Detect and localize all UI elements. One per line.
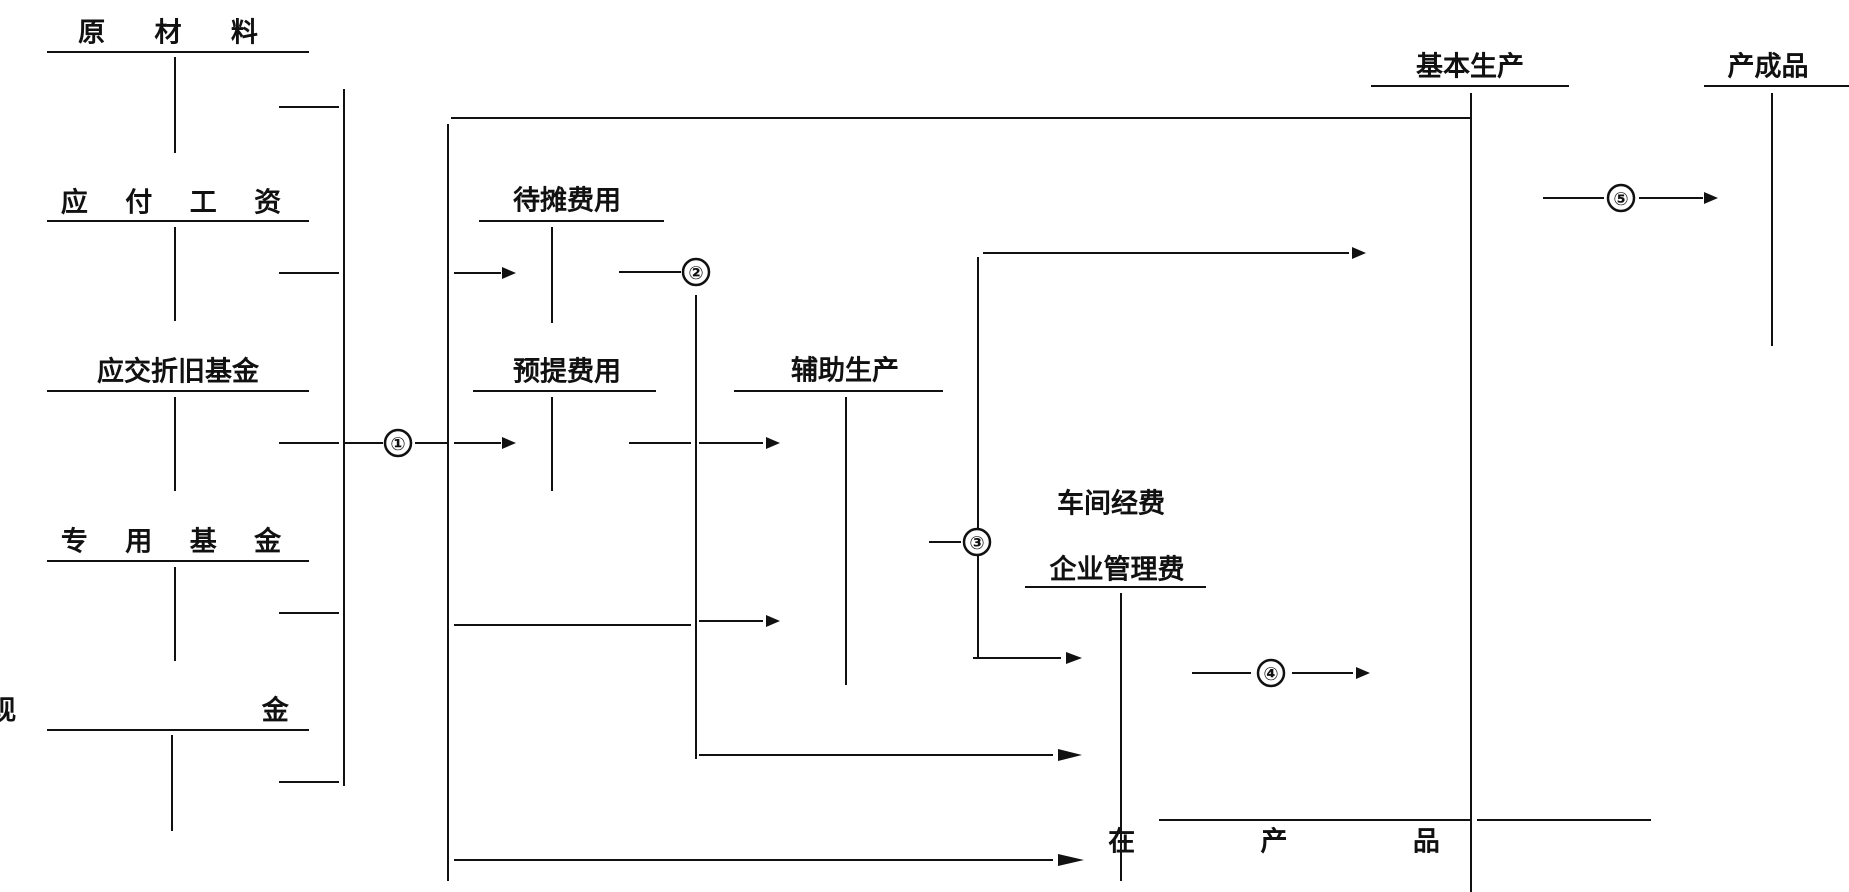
label-depreciation-fund: 应交折旧基金 <box>97 356 259 388</box>
arrow-head <box>502 267 516 279</box>
step-marker-4 <box>1256 658 1286 688</box>
arrow-head <box>766 615 780 627</box>
label-raw-materials: 原 材 料 <box>78 17 278 49</box>
label-prepaid-expenses: 待摊费用 <box>513 185 621 217</box>
step-marker-2 <box>681 257 711 287</box>
label-workshop-expenses: 车间经费 <box>1057 488 1165 520</box>
t-account-special-fund <box>47 560 309 661</box>
arrow-head <box>1356 667 1370 679</box>
t-account-raw-materials <box>47 51 309 153</box>
arrow-head <box>1058 749 1082 761</box>
step-number: ② <box>688 263 703 284</box>
arrow-head <box>1704 192 1718 204</box>
arrow-head <box>502 437 516 449</box>
t-account-wages-payable <box>47 220 309 321</box>
step-number: ③ <box>969 533 984 554</box>
label-admin-expenses: 企业管理费 <box>1049 554 1185 586</box>
label-accrued-expenses: 预提费用 <box>513 356 621 388</box>
label-work-in-process: 在 产 品 <box>1108 826 1498 858</box>
step-marker-5 <box>1606 183 1636 213</box>
t-account-cash <box>47 729 309 831</box>
label-auxiliary-production: 辅助生产 <box>791 355 899 387</box>
label-wages-payable: 应 付 工 资 <box>60 187 296 219</box>
label-special-fund: 专 用 基 金 <box>60 526 296 558</box>
step-number: ⑤ <box>1613 189 1628 210</box>
label-cash: 现 金 <box>0 695 407 727</box>
arrow-head <box>1066 652 1082 664</box>
label-finished-goods: 产成品 <box>1727 51 1809 83</box>
arrowheads <box>502 192 1718 866</box>
arrow-head <box>1058 854 1084 866</box>
step-number: ① <box>390 434 405 455</box>
step-number: ④ <box>1263 664 1278 685</box>
step-marker-3 <box>962 527 992 557</box>
label-basic-production: 基本生产 <box>1416 51 1524 83</box>
t-account-depreciation-fund <box>47 390 309 491</box>
arrow-head <box>766 437 780 449</box>
arrow-head <box>1352 247 1366 259</box>
step-marker-1 <box>383 428 413 458</box>
